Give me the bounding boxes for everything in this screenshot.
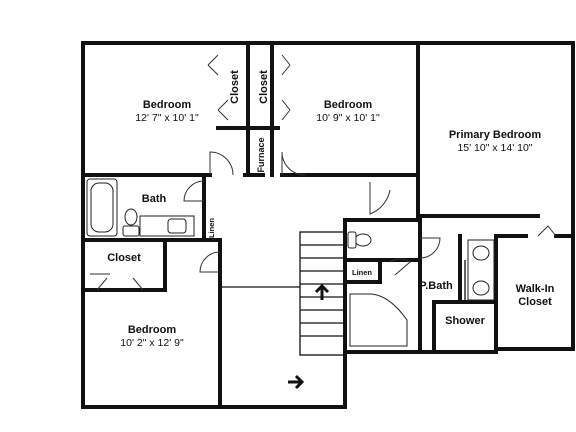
linen-bath-label: Linen: [207, 218, 216, 238]
bath-name: Bath: [142, 193, 167, 205]
furnace-label: Furnace: [256, 137, 266, 172]
closet-nc-label: Closet: [258, 70, 270, 104]
walk-in-closet-line1: Walk-In: [516, 283, 555, 295]
primary-bedroom-name: Primary Bedroom: [449, 129, 542, 141]
pbath-name: P.Bath: [419, 280, 453, 292]
entry-arrow-icon: [288, 374, 305, 390]
walk-in-closet-line2: Closet: [518, 296, 552, 308]
bedroom-nc-dims: 10' 9" x 10' 1": [316, 112, 380, 124]
linen-pbath-label: Linen: [352, 268, 372, 277]
outer-walls: [81, 41, 575, 409]
bedroom-nc-name: Bedroom: [324, 99, 373, 111]
room-labels: Bedroom 12' 7" x 10' 1" Bedroom 10' 9" x…: [107, 70, 554, 349]
shower-name: Shower: [445, 315, 485, 327]
staircase: [220, 231, 346, 390]
stair-up-arrow-icon: [314, 283, 330, 300]
bath-toilet: [124, 208, 138, 226]
interior-walls: [81, 41, 575, 409]
primary-bedroom-dims: 15' 10" x 14' 10": [457, 142, 532, 154]
bedroom-sw-dims: 10' 2" x 12' 9": [120, 337, 184, 349]
pbath-toilet: [354, 233, 372, 247]
closet-sw-label: Closet: [107, 252, 141, 264]
bedroom-sw-name: Bedroom: [128, 324, 177, 336]
doors: [90, 54, 557, 291]
bedroom-nw-dims: 12' 7" x 10' 1": [135, 112, 199, 124]
closet-nw-label: Closet: [229, 70, 241, 104]
bedroom-nw-name: Bedroom: [143, 99, 192, 111]
fixtures: [86, 178, 495, 347]
corner-tub: [349, 293, 408, 347]
